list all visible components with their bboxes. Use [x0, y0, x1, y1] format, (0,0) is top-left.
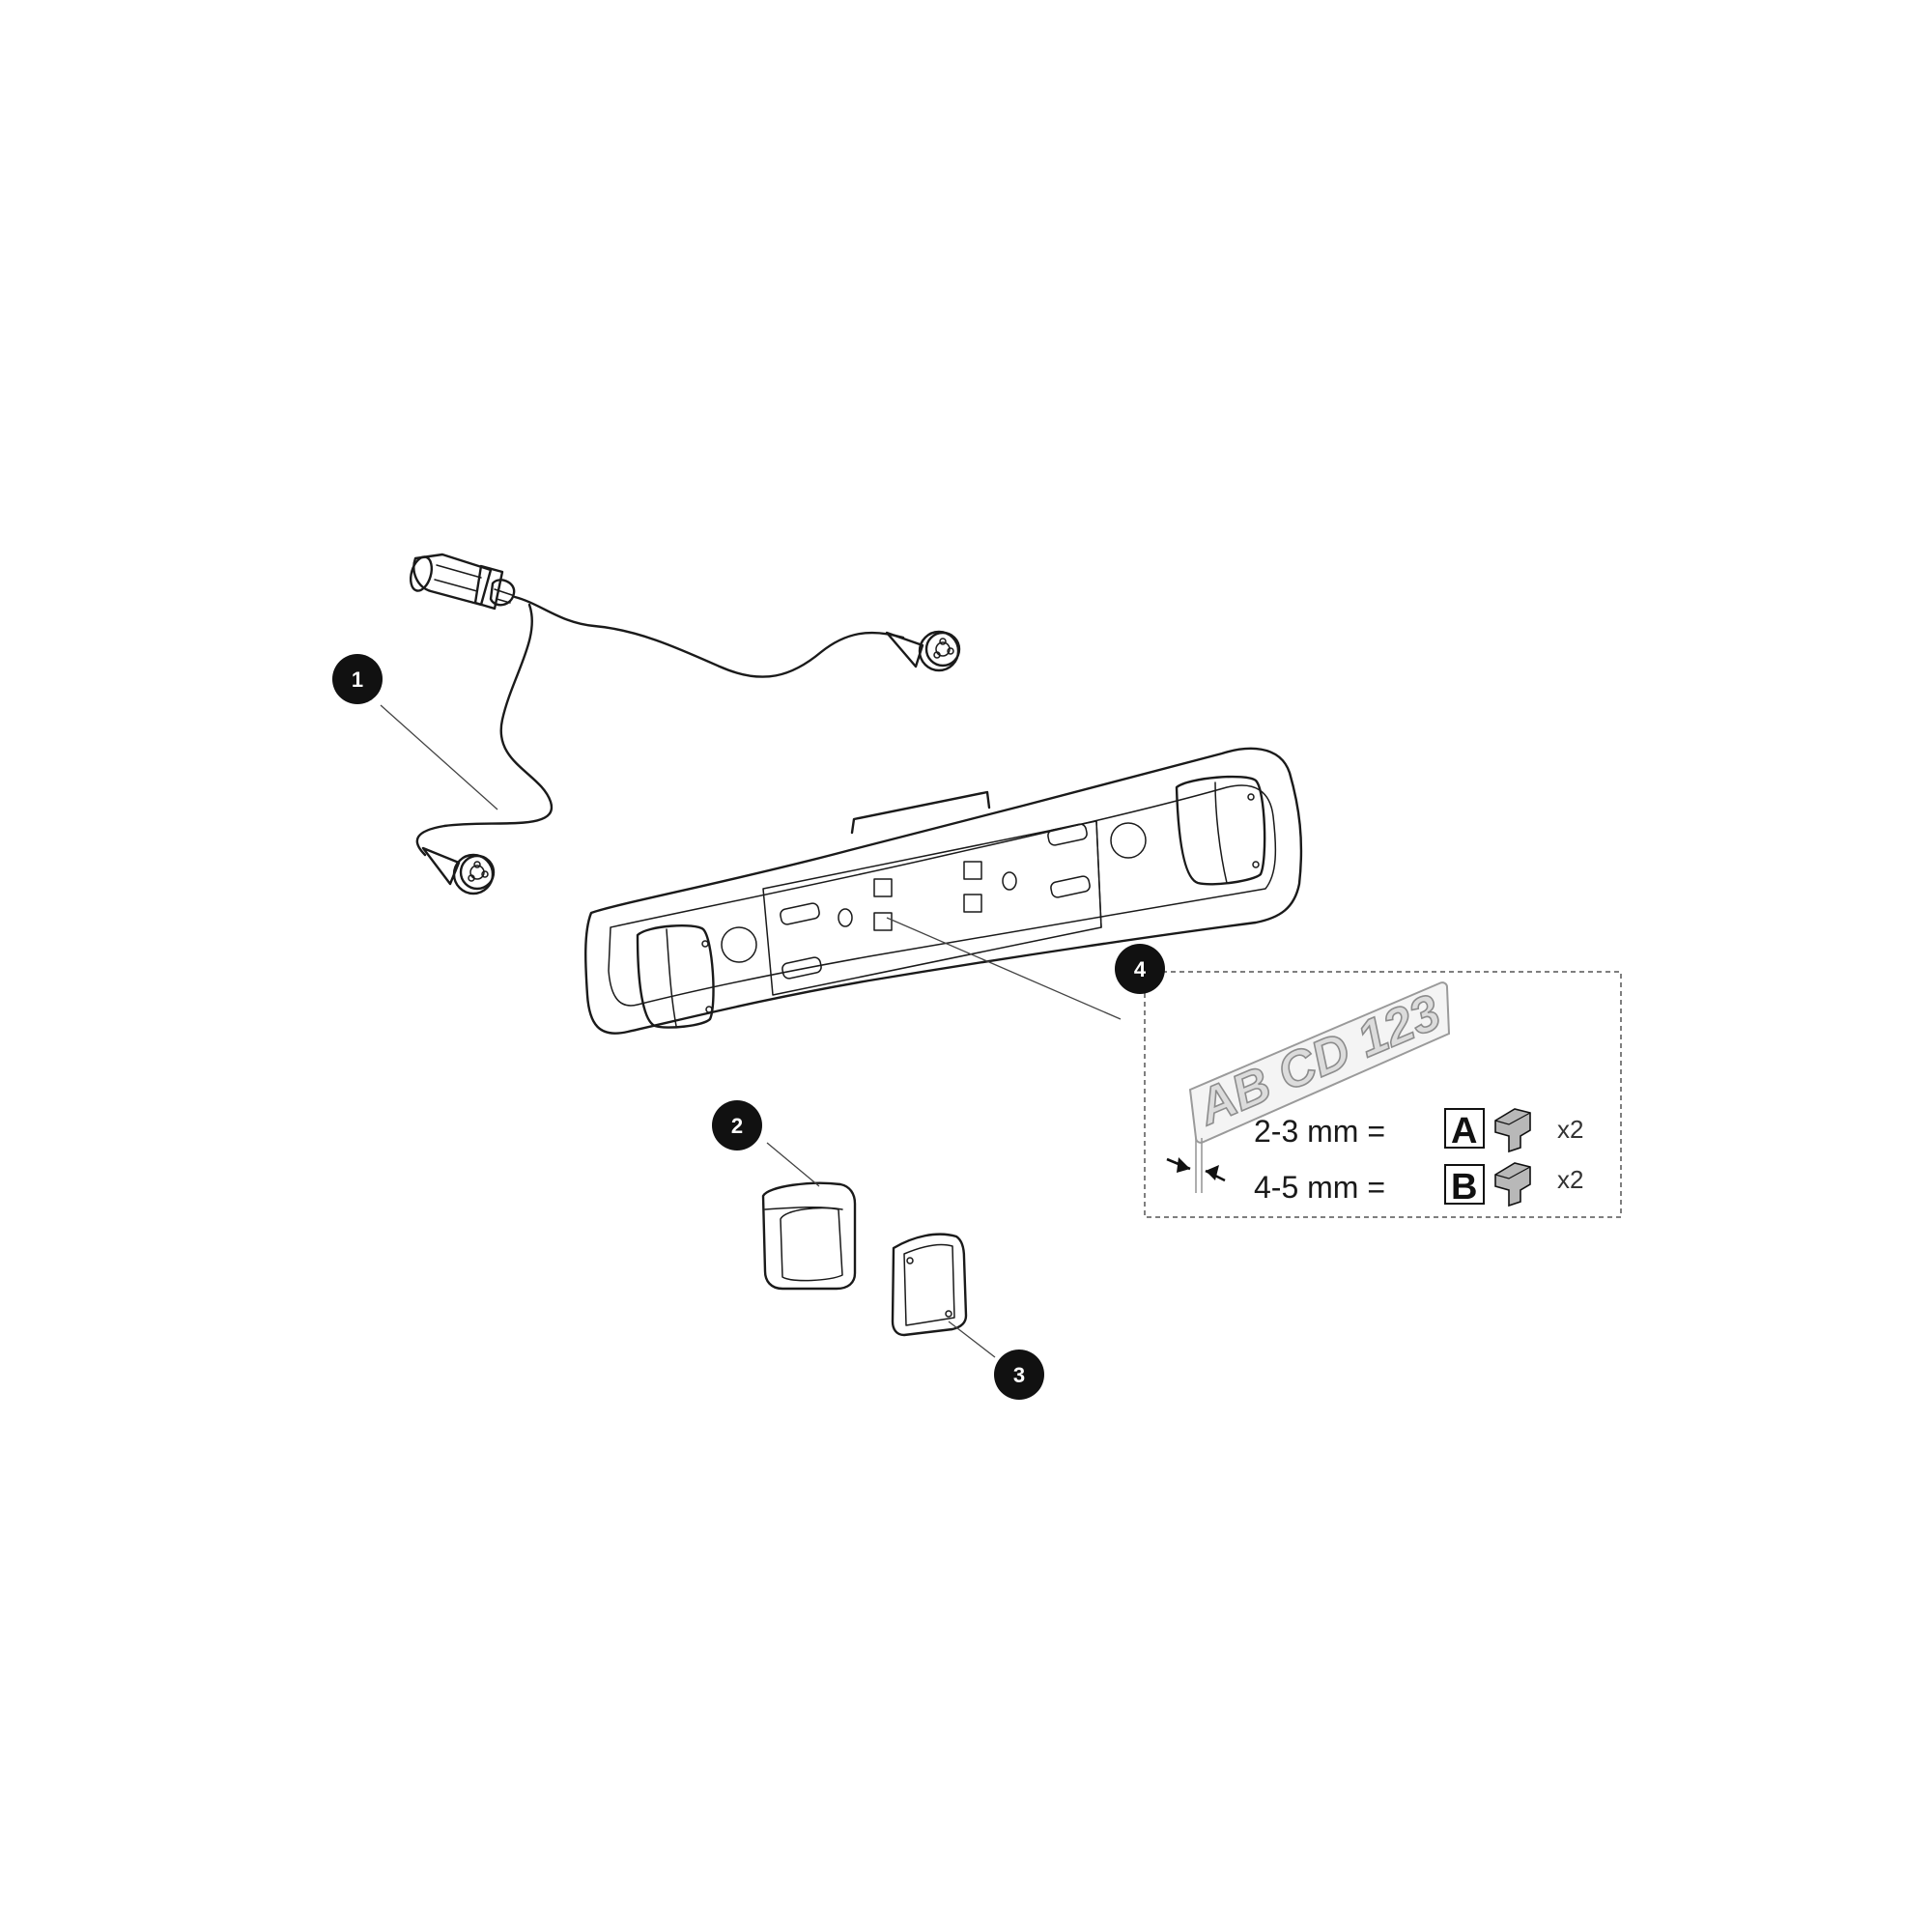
svg-text:1: 1 [352, 668, 363, 692]
leader-line-3 [948, 1321, 996, 1358]
leader-line-4 [886, 917, 1122, 1020]
board-lamp-left [636, 924, 715, 1029]
lamp-housing [761, 1181, 857, 1291]
lighting-board [584, 747, 1303, 1035]
clip-letter-box-row2 [1444, 1164, 1485, 1205]
detail-box: AB CD 123 2-3 mm = A x2 4-5 mm = B x2 [1144, 971, 1622, 1218]
socket-connector-right [885, 630, 961, 672]
plate-mounting-slots [780, 823, 1091, 980]
clip-letter-row2: B [1451, 1167, 1477, 1208]
thickness-range-row1: 2-3 mm = [1254, 1114, 1385, 1149]
plug-connector [409, 553, 516, 611]
callout-badge-4: 4 [1115, 944, 1165, 994]
leader-line-2 [766, 1142, 820, 1187]
leader-line-1 [380, 704, 498, 810]
callout-badge-1: 1 [332, 654, 383, 704]
clip-quantity-row2: x2 [1557, 1165, 1583, 1194]
clip-icon [1494, 1162, 1531, 1208]
thickness-range-row2: 4-5 mm = [1254, 1170, 1385, 1205]
socket-connector-bottom [421, 846, 496, 895]
lamp-lens [891, 1233, 968, 1337]
license-plate: AB CD 123 [1187, 981, 1451, 1193]
svg-text:4: 4 [1134, 957, 1147, 981]
clip-icon [1494, 1108, 1531, 1153]
cable-harness [409, 553, 961, 895]
svg-text:2: 2 [731, 1114, 743, 1138]
callout-badge-3: 3 [994, 1350, 1044, 1400]
clip-letter-row1: A [1451, 1111, 1477, 1151]
svg-text:3: 3 [1013, 1363, 1025, 1387]
board-lamp-right [1175, 775, 1266, 886]
clip-letter-box-row1 [1444, 1108, 1485, 1149]
thickness-arrows-icon [1166, 1157, 1226, 1182]
clip-quantity-row1: x2 [1557, 1115, 1583, 1144]
callout-badge-2: 2 [712, 1100, 762, 1151]
